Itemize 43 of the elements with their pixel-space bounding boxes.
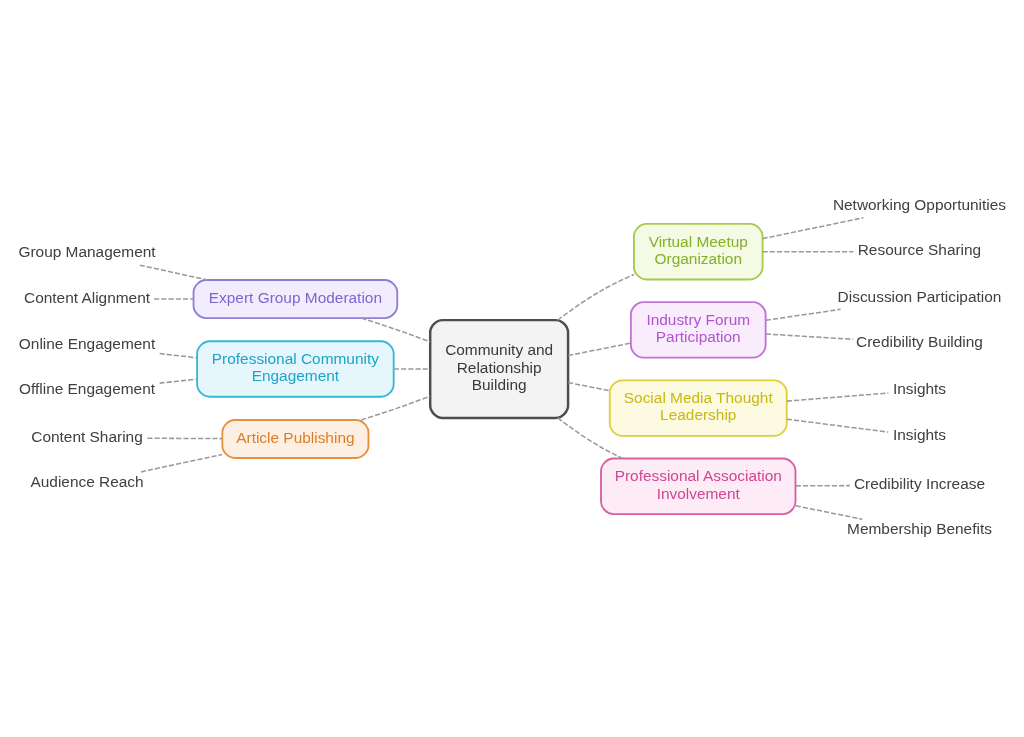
connector (761, 217, 865, 240)
node-box: Professional Association Involvement (600, 457, 797, 516)
connector (153, 298, 195, 300)
connector (360, 395, 431, 421)
node-text: Audience Reach (30, 472, 144, 490)
connector (794, 505, 863, 520)
node-box: Article Publishing (221, 419, 370, 459)
connector (556, 273, 635, 321)
node-text: Credibility Building (856, 332, 983, 350)
node-box: Expert Group Moderation (192, 279, 399, 319)
connector (567, 342, 632, 357)
connector (158, 352, 198, 359)
connector (786, 392, 890, 402)
node-text: Discussion Participation (837, 287, 1002, 305)
node-box: Industry Forum Participation (629, 301, 767, 359)
connector (158, 378, 198, 384)
connector (139, 264, 209, 281)
node-text: Offline Engagement (19, 380, 156, 398)
node-text: Resource Sharing (857, 241, 982, 259)
connector (146, 437, 223, 440)
node-text: Insights (892, 380, 947, 398)
node-text: Group Management (18, 243, 156, 261)
connector (360, 317, 431, 343)
connector (567, 381, 611, 392)
node-text: Credibility Increase (853, 474, 986, 492)
node-box: Virtual Meetup Organization (633, 223, 764, 281)
node-box: Social Media Thought Leadership (608, 379, 788, 437)
connector (786, 418, 890, 433)
node-text: Content Sharing (31, 427, 143, 445)
connector (556, 417, 624, 460)
connector (392, 368, 431, 370)
connector (765, 308, 842, 321)
connector (765, 333, 854, 341)
node-text: Online Engagement (18, 334, 156, 352)
node-box: Community and Relationship Building (428, 318, 570, 420)
connector (140, 453, 223, 473)
node-text: Membership Benefits (847, 520, 992, 538)
node-text: Insights (892, 425, 947, 443)
connector (761, 250, 855, 253)
connector (794, 484, 851, 487)
node-text: Content Alignment (24, 288, 151, 306)
node-box: Professional Community Engagement (196, 340, 395, 398)
node-text: Networking Opportunities (832, 196, 1007, 214)
